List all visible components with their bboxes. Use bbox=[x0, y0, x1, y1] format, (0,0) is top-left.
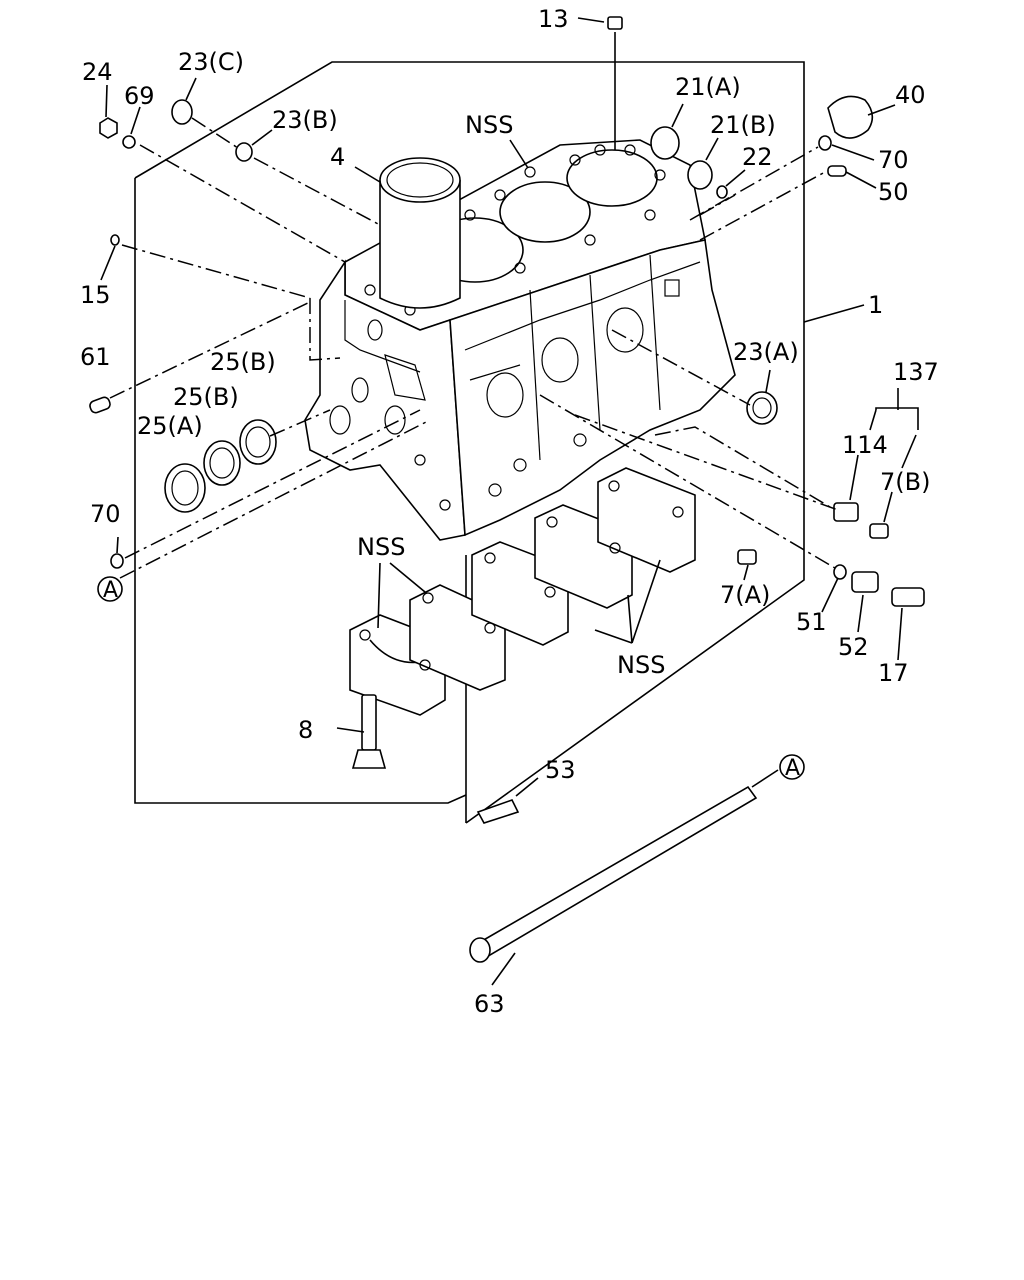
label-50: 50 bbox=[878, 178, 909, 206]
label-ref-a-left: A bbox=[103, 578, 118, 603]
label-1: 1 bbox=[868, 291, 883, 319]
label-nss-left: NSS bbox=[357, 533, 405, 561]
label-8: 8 bbox=[298, 716, 313, 744]
label-ref-a-right: A bbox=[785, 756, 800, 781]
label-23a: 23(A) bbox=[733, 338, 799, 366]
label-52: 52 bbox=[838, 633, 869, 661]
ref-marker-right bbox=[779, 754, 805, 780]
label-nss-top: NSS bbox=[465, 111, 513, 139]
label-22: 22 bbox=[742, 143, 773, 171]
label-51: 51 bbox=[796, 608, 827, 636]
label-23c: 23(C) bbox=[178, 48, 244, 76]
label-nss-bottom: NSS bbox=[617, 651, 665, 679]
label-7a: 7(A) bbox=[720, 581, 770, 609]
label-25b-upper: 25(B) bbox=[210, 348, 276, 376]
label-114: 114 bbox=[842, 431, 888, 459]
bearing-caps bbox=[349, 467, 696, 716]
leader-lines bbox=[100, 17, 919, 986]
label-21a: 21(A) bbox=[675, 73, 741, 101]
label-61: 61 bbox=[80, 343, 111, 371]
label-70-right: 70 bbox=[878, 146, 909, 174]
label-63: 63 bbox=[474, 990, 505, 1018]
label-25b-lower: 25(B) bbox=[173, 383, 239, 411]
reference-markers bbox=[97, 576, 805, 780]
cylinder-liner bbox=[379, 157, 461, 309]
cylinder-block bbox=[304, 139, 736, 541]
label-21b: 21(B) bbox=[710, 111, 776, 139]
label-15: 15 bbox=[80, 281, 111, 309]
label-24: 24 bbox=[82, 58, 113, 86]
label-69: 69 bbox=[124, 82, 155, 110]
small-parts bbox=[89, 16, 925, 963]
label-17: 17 bbox=[878, 659, 909, 687]
label-23b: 23(B) bbox=[272, 106, 338, 134]
label-4: 4 bbox=[330, 143, 345, 171]
label-40: 40 bbox=[895, 81, 926, 109]
label-7b: 7(B) bbox=[880, 468, 930, 496]
label-70-left: 70 bbox=[90, 500, 121, 528]
callout-labels: 13 24 23(C) 69 23(B) 21(A) 40 NSS 21(B) … bbox=[80, 5, 939, 1018]
label-53: 53 bbox=[545, 756, 576, 784]
label-13: 13 bbox=[538, 5, 569, 33]
label-25a: 25(A) bbox=[137, 412, 203, 440]
ref-marker-left bbox=[97, 576, 123, 602]
label-137: 137 bbox=[893, 358, 939, 386]
